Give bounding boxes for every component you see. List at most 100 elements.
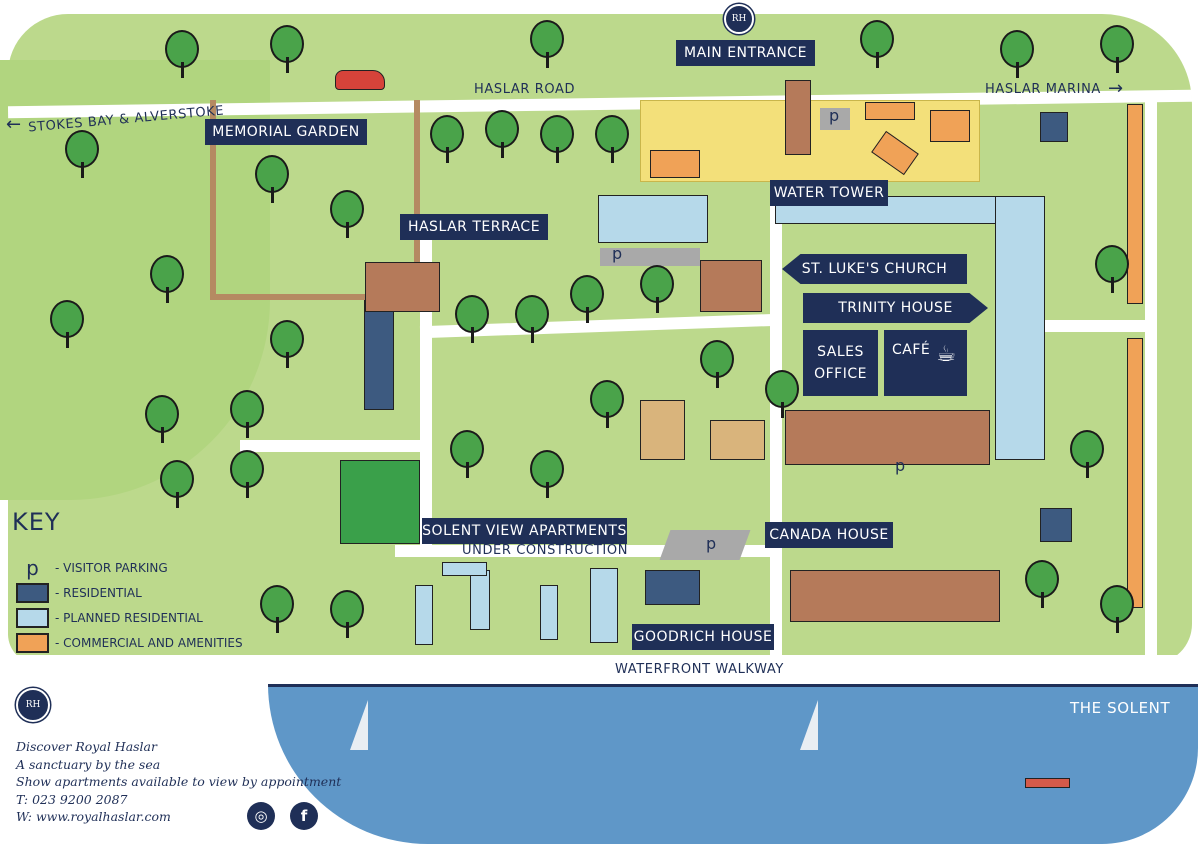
- tree-icon: [160, 460, 194, 508]
- tree-icon: [65, 130, 99, 178]
- key-item-commercial: - COMMERCIAL AND AMENITIES: [16, 633, 243, 653]
- haslar-terrace-building: [365, 262, 440, 312]
- memorial-garden-path: [210, 100, 420, 300]
- parking-symbol: p: [895, 456, 906, 475]
- planned-building: [470, 570, 490, 630]
- sales-office-label[interactable]: SALES OFFICE: [803, 330, 878, 396]
- planned-building: [540, 585, 558, 640]
- trinity-house-building: [785, 410, 990, 465]
- tree-icon: [515, 295, 549, 343]
- key-label: - COMMERCIAL AND AMENITIES: [55, 636, 243, 650]
- logo-text: RH: [25, 700, 41, 710]
- tagline: Show apartments available to view by app…: [16, 774, 342, 789]
- construction-site: [710, 420, 765, 460]
- haslar-road-label: HASLAR ROAD: [474, 82, 576, 97]
- tree-icon: [270, 25, 304, 73]
- tree-icon: [150, 255, 184, 303]
- commercial-building: [930, 110, 970, 142]
- key-title: KEY: [12, 508, 61, 536]
- residential-building: [1040, 508, 1072, 542]
- tree-icon: [1100, 25, 1134, 73]
- tree-icon: [230, 390, 264, 438]
- tree-icon: [1095, 245, 1129, 293]
- tree-icon: [145, 395, 179, 443]
- instagram-icon[interactable]: ◎: [247, 802, 275, 830]
- tree-icon: [700, 340, 734, 388]
- facebook-icon[interactable]: f: [290, 802, 318, 830]
- tree-icon: [260, 585, 294, 633]
- tagline: Discover Royal Haslar: [16, 739, 157, 754]
- construction-site: [640, 400, 685, 460]
- tree-icon: [640, 265, 674, 313]
- tree-icon: [530, 20, 564, 68]
- marina-building: [1127, 338, 1143, 608]
- parking-lot: [600, 248, 700, 266]
- tree-icon: [450, 430, 484, 478]
- planned-building: [415, 585, 433, 645]
- tree-icon: [255, 155, 289, 203]
- planned-swatch: [16, 608, 49, 628]
- royal-haslar-logo: RH: [724, 4, 754, 34]
- cafe-label[interactable]: CAFÉ☕: [884, 330, 967, 396]
- parking-symbol: p: [612, 244, 623, 263]
- trinity-house-label[interactable]: TRINITY HOUSE: [803, 293, 988, 323]
- planned-building: [442, 562, 487, 576]
- tree-icon: [570, 275, 604, 323]
- website-link[interactable]: W: www.royalhaslar.com: [16, 809, 171, 824]
- royal-haslar-logo: RH: [16, 688, 50, 722]
- st-lukes-church-label[interactable]: ST. LUKE'S CHURCH: [782, 254, 967, 284]
- sailboat-icon: [350, 700, 368, 750]
- car-icon: [335, 70, 385, 90]
- water-tower-building: [785, 80, 811, 155]
- main-entrance-label[interactable]: MAIN ENTRANCE: [676, 40, 815, 66]
- key-label: - VISITOR PARKING: [55, 561, 168, 575]
- parking-symbol: p: [829, 106, 840, 125]
- key-label: - PLANNED RESIDENTIAL: [55, 611, 203, 625]
- memorial-garden-label[interactable]: MEMORIAL GARDEN: [205, 119, 367, 145]
- key-item-parking: p - VISITOR PARKING: [16, 556, 168, 580]
- parking-lot: [820, 108, 850, 130]
- key-item-residential: - RESIDENTIAL: [16, 583, 142, 603]
- tree-icon: [595, 115, 629, 163]
- the-solent-label: THE SOLENT: [1070, 699, 1171, 717]
- tree-icon: [765, 370, 799, 418]
- key-item-planned: - PLANNED RESIDENTIAL: [16, 608, 203, 628]
- sailboat-icon: [800, 700, 818, 750]
- road: [1040, 320, 1150, 332]
- commercial-building: [865, 102, 915, 120]
- canada-house-label[interactable]: CANADA HOUSE: [765, 522, 893, 548]
- tree-icon: [165, 30, 199, 78]
- key-label: - RESIDENTIAL: [55, 586, 142, 600]
- arrow-right-icon: →: [1108, 78, 1124, 99]
- waterfront-walkway-label: WATERFRONT WALKWAY: [615, 662, 784, 677]
- planned-building: [590, 568, 618, 643]
- logo-text: RH: [731, 14, 747, 24]
- residential-swatch: [16, 583, 49, 603]
- goodrich-house-label[interactable]: GOODRICH HOUSE: [632, 624, 774, 650]
- waterfront-walkway: [8, 655, 1192, 683]
- residential-building: [1040, 112, 1068, 142]
- tree-icon: [530, 450, 564, 498]
- haslar-marina-label: HASLAR MARINA: [985, 82, 1101, 97]
- the-solent-sea: [268, 684, 1198, 844]
- tree-icon: [540, 115, 574, 163]
- tree-icon: [270, 320, 304, 368]
- solent-view-label[interactable]: SOLENT VIEW APARTMENTS: [422, 518, 627, 544]
- tree-icon: [430, 115, 464, 163]
- parking-symbol: p: [26, 556, 39, 580]
- tagline: A sanctuary by the sea: [16, 756, 161, 772]
- east-road: [1145, 100, 1157, 660]
- water-tower-label[interactable]: WATER TOWER: [770, 180, 888, 206]
- tree-icon: [1100, 585, 1134, 633]
- under-construction-label: UNDER CONSTRUCTION: [462, 543, 629, 558]
- commercial-building: [650, 150, 700, 178]
- haslar-terrace-label[interactable]: HASLAR TERRACE: [400, 214, 548, 240]
- planned-building: [995, 196, 1045, 460]
- parking-symbol: p: [706, 534, 717, 553]
- road: [770, 180, 782, 660]
- parking-lot: [659, 530, 751, 560]
- marina-building: [1127, 104, 1143, 304]
- commercial-swatch: [16, 633, 49, 653]
- phone[interactable]: T: 023 9200 2087: [16, 791, 128, 807]
- tree-icon: [50, 300, 84, 348]
